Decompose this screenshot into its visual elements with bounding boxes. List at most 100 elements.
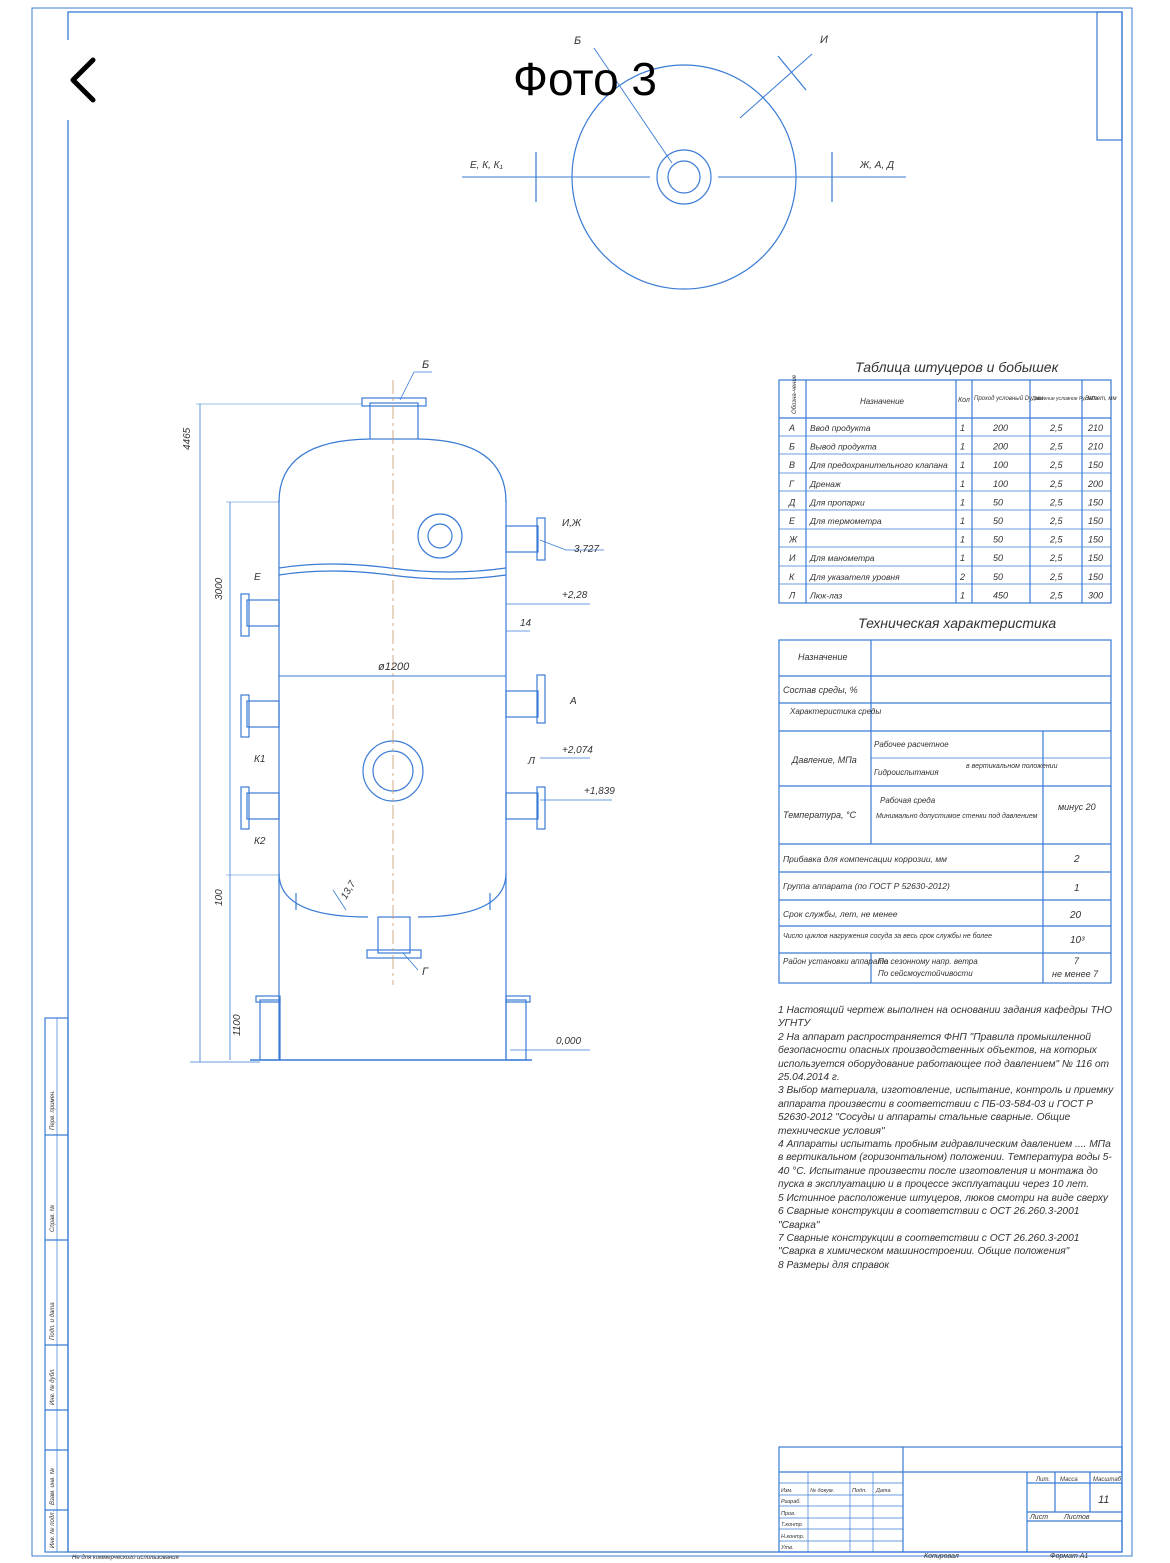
nozzle-row-5-cell-3: 50 [993, 516, 1003, 526]
plan-view [462, 47, 906, 290]
nozzle-row-0-cell-5: 210 [1087, 423, 1103, 433]
sheet-frame [31, 7, 1133, 1557]
tech-table-grid [778, 639, 1112, 984]
title-sheet: Лист [1029, 1514, 1048, 1521]
title-nkontr: Н.контр. [781, 1534, 804, 1540]
nozzle-row-4-cell-2: 1 [960, 497, 965, 507]
nozzle-row-1-cell-2: 1 [960, 442, 965, 452]
nozzle-row-6-cell-4: 2,5 [1049, 535, 1064, 545]
tech-composition: Состав среды, % [783, 685, 858, 695]
note-item: 8 Размеры для справок [778, 1259, 890, 1271]
nozzle-k1-label: К1 [254, 754, 265, 765]
title-tkontr: Т.контр. [781, 1522, 803, 1528]
tech-temp-work: Рабочая среда [880, 796, 936, 805]
nozzle-header-5: Вылет, мм [1085, 396, 1117, 402]
side-stamp-grid [44, 1017, 69, 1553]
nozzle-row-9-cell-1: Люк-лаз [809, 590, 842, 600]
nozzle-row-7-cell-0: И [789, 553, 796, 563]
tech-pressure-hydro-pos: в вертикальном положении [966, 763, 1058, 770]
nozzle-header-3: Проход условный Dy, мм [974, 395, 1043, 402]
nozzle-row-1-cell-1: Вывод продукта [810, 442, 877, 452]
back-button[interactable] [42, 40, 122, 120]
dim-diameter: ø1200 [378, 661, 410, 673]
nozzle-header-2: Кол [958, 397, 970, 404]
nozzle-row-2-cell-5: 150 [1088, 460, 1103, 470]
note-item: 3 Выбор материала, изготовление, испытан… [778, 1085, 1114, 1137]
note-item: 5 Истинное расположение штуцеров, люков … [778, 1192, 1109, 1204]
title-prov: Пров. [781, 1511, 796, 1517]
tech-cycles: Число циклов нагружения сосуда за весь с… [783, 932, 992, 940]
tech-region-seismic: По сейсмоустойчивости [878, 969, 973, 978]
side-vzam-inv: Взам. инв. № [49, 1467, 56, 1505]
nozzle-row-5-cell-2: 1 [960, 516, 965, 526]
nozzle-row-5-cell-4: 2,5 [1049, 516, 1064, 526]
title-date: Дата [875, 1488, 891, 1494]
nozzle-row-1-cell-4: 2,5 [1049, 442, 1064, 452]
note-item: 4 Аппараты испытать пробным гидравлическ… [778, 1139, 1112, 1191]
tech-region-seismic-value: не менее 7 [1052, 969, 1099, 979]
plan-label-left: Е, К, К₁ [470, 160, 503, 171]
nozzle-row-7-cell-2: 1 [960, 553, 965, 563]
plan-label-b: Б [574, 35, 581, 47]
nozzle-row-9-cell-2: 1 [960, 590, 965, 600]
nozzle-row-9-cell-0: Л [788, 590, 796, 600]
side-sprav: Справ. № [49, 1204, 56, 1232]
tech-pressure-work: Рабочее расчетное [874, 740, 949, 749]
side-not-commercial: Не для коммерческого использования [72, 1555, 180, 1561]
tech-corrosion: Прибавка для компенсации коррозии, мм [783, 854, 947, 864]
side-inv-podl: Инв. № подл. [49, 1511, 56, 1548]
dim-1100: 1100 [232, 1014, 243, 1036]
nozzle-row-4-cell-1: Для пропарки [809, 497, 865, 507]
nozzle-row-0-cell-0: А [788, 423, 795, 433]
title-izm: Изм. [781, 1488, 793, 1494]
nozzle-row-0-cell-1: Ввод продукта [810, 423, 871, 433]
tech-purpose: Назначение [798, 652, 847, 662]
nozzle-row-4-cell-3: 50 [993, 497, 1003, 507]
side-perv-primen: Перв. примен. [50, 1090, 56, 1130]
note-item: 2 На аппарат распространяется ФНП "Прави… [778, 1031, 1110, 1084]
nozzle-row-8-cell-2: 2 [959, 572, 965, 582]
nozzle-row-2-cell-1: Для предохранительного клапана [809, 460, 948, 470]
elev-0: 0,000 [556, 1036, 581, 1047]
nozzle-row-9-cell-4: 2,5 [1049, 590, 1064, 600]
nozzle-row-7-cell-1: Для манометра [809, 553, 875, 563]
note-item: 1 Настоящий чертеж выполнен на основании… [778, 1005, 1113, 1030]
title-ndoc: № докум. [810, 1488, 834, 1494]
side-podp-data: Подп. и дата [50, 1302, 56, 1340]
title-lit: Лит. [1035, 1477, 1050, 1483]
dim-head-wall: 13,7 [339, 879, 358, 902]
note-item: 7 Сварные конструкции в соответствии с О… [778, 1232, 1080, 1258]
plan-label-right: Ж, А, Д [859, 160, 894, 171]
title-block-grid [778, 1446, 1123, 1553]
elev-3727: 3,727 [574, 544, 599, 555]
vessel-elevation [190, 371, 612, 1063]
nozzle-row-5-cell-1: Для термометра [809, 516, 882, 526]
nozzle-l-label: Л [527, 756, 535, 767]
tech-group-value: 1 [1074, 883, 1080, 894]
tech-cycles-value: 10³ [1070, 935, 1085, 946]
note-item: 6 Сварные конструкции в соответствии с О… [778, 1206, 1080, 1231]
nozzle-row-7-cell-5: 150 [1088, 553, 1103, 563]
nozzle-row-6-cell-3: 50 [993, 535, 1003, 545]
title-razrab: Разраб. [781, 1499, 801, 1505]
nozzle-header-1: Назначение [860, 397, 905, 406]
nozzle-row-3-cell-0: Г [789, 479, 795, 489]
tech-region-wind: По сезонному напр. ветра [878, 957, 978, 966]
title-sheets: Листов [1063, 1514, 1090, 1521]
nozzle-row-8-cell-4: 2,5 [1049, 572, 1064, 582]
nozzle-row-2-cell-0: В [789, 460, 795, 470]
chevron-left-icon [70, 57, 96, 103]
nozzle-row-7-cell-4: 2,5 [1049, 553, 1064, 563]
nozzle-row-3-cell-5: 200 [1087, 479, 1103, 489]
nozzle-table-title: Таблица штуцеров и бобышек [855, 359, 1060, 375]
tech-temperature: Температура, °С [783, 810, 857, 820]
side-inv-dubl: Инв. № дубл. [49, 1368, 56, 1405]
tech-characteristic: Характеристика среды [789, 707, 881, 716]
nozzle-row-3-cell-3: 100 [993, 479, 1008, 489]
elev-1839: +1,839 [584, 786, 615, 797]
dim-total: 4465 [182, 427, 193, 450]
tech-pressure: Давление, МПа [791, 755, 857, 765]
tech-group: Группа аппарата (по ГОСТ Р 52630-2012) [783, 881, 950, 891]
nozzle-row-9-cell-3: 450 [993, 590, 1008, 600]
nozzle-row-1-cell-5: 210 [1087, 442, 1103, 452]
